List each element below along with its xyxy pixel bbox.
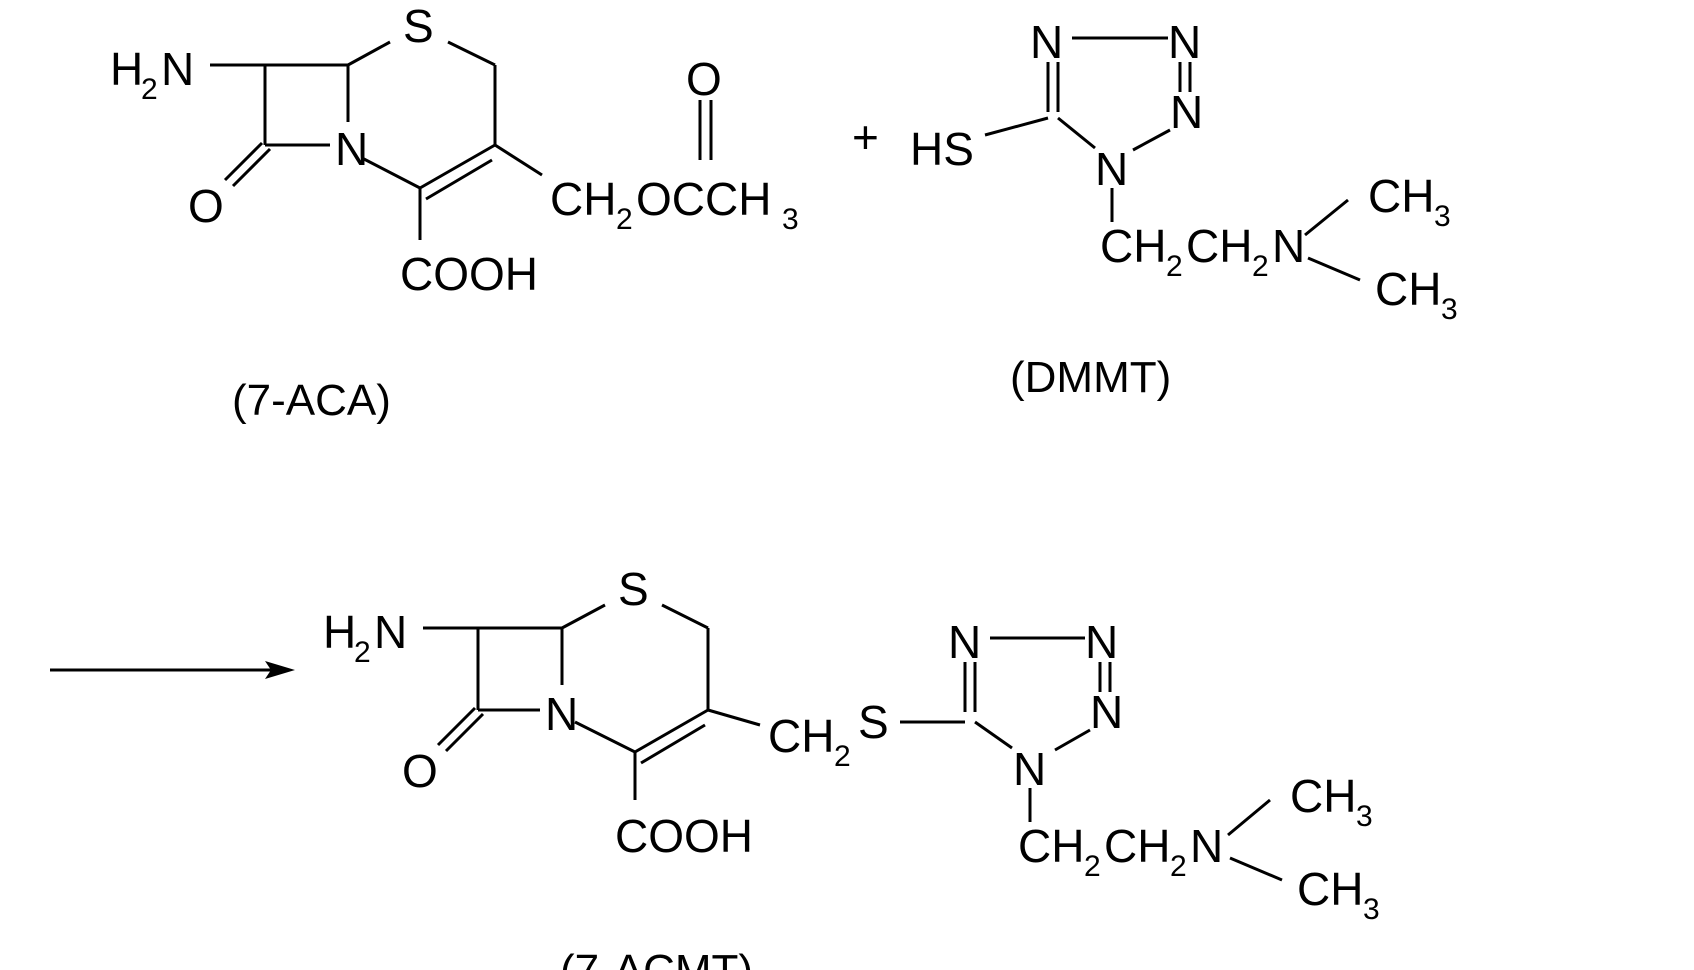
bond <box>1227 798 1271 837</box>
chain-subscript-1: 2 <box>1166 250 1183 283</box>
methyl-1-subscript: 3 <box>1434 200 1451 233</box>
amine-subscript: 2 <box>141 73 158 106</box>
bond <box>1054 728 1091 752</box>
bond <box>1229 856 1283 882</box>
reaction-arrow <box>50 661 295 679</box>
tetrazole-n-right: N <box>1090 686 1123 738</box>
plus-sign: + <box>852 111 879 163</box>
bond <box>640 723 706 765</box>
amine-h: H <box>323 606 356 658</box>
bond <box>361 156 421 190</box>
bonds-dmmt <box>984 36 1361 282</box>
bond <box>574 720 636 754</box>
bond <box>634 708 709 754</box>
molecule-7-aca: H 2 N S N O COOH O CH 2 OCCH 3 (7-ACA) <box>110 0 799 425</box>
bonds-7-aca <box>210 40 713 240</box>
thiol-group: HS <box>910 123 974 175</box>
caption-7-acmt: (7-ACMT) <box>560 946 753 970</box>
ring-sulfur: S <box>618 563 649 615</box>
methyl-2: CH <box>1375 263 1441 315</box>
chain-subscript-1: 2 <box>1084 850 1101 883</box>
chain-ch-1: CH <box>1018 820 1084 872</box>
linker-sulfur: S <box>858 696 889 748</box>
caption-7-aca: (7-ACA) <box>232 376 391 425</box>
caption-dmmt: (DMMT) <box>1010 353 1171 402</box>
bond <box>707 708 761 727</box>
carbonyl-oxygen: O <box>686 53 722 105</box>
molecule-7-acmt: H 2 N S N O COOH CH 2 S N N N N CH 2 CH … <box>323 563 1380 970</box>
amine-n: N <box>161 43 194 95</box>
amine-n: N <box>374 606 407 658</box>
tetrazole-n-top-left: N <box>1030 16 1063 68</box>
bond <box>444 712 485 753</box>
ring-sulfur: S <box>403 0 434 52</box>
methyl-1-subscript: 3 <box>1356 800 1373 833</box>
bond <box>231 147 272 188</box>
side-chain-ch: CH <box>550 173 616 225</box>
tetrazole-n-1: N <box>1013 743 1046 795</box>
side-chain-subscript: 2 <box>616 203 633 236</box>
methyl-1: CH <box>1368 170 1434 222</box>
bond <box>419 143 496 190</box>
methyl-1: CH <box>1290 770 1356 822</box>
linker-ch: CH <box>768 710 834 762</box>
side-chain-methyl-subscript: 3 <box>782 203 799 236</box>
side-chain-ester: OCCH <box>636 173 771 225</box>
bond <box>436 706 477 747</box>
bond <box>984 116 1049 137</box>
amine-h: H <box>110 43 143 95</box>
bond <box>561 603 606 630</box>
chain-subscript-2: 2 <box>1170 850 1187 883</box>
bond <box>1307 256 1361 282</box>
methyl-2-subscript: 3 <box>1363 893 1380 926</box>
bond <box>661 603 709 630</box>
bonds-7-acmt <box>423 603 1283 882</box>
tetrazole-n-top-left: N <box>948 616 981 668</box>
chain-n: N <box>1190 820 1223 872</box>
carboxyl-group: COOH <box>400 248 538 300</box>
methyl-2: CH <box>1297 863 1363 915</box>
tetrazole-n-right: N <box>1170 86 1203 138</box>
atoms-7-acmt: H 2 N S N O COOH CH 2 S N N N N CH 2 CH … <box>323 563 1380 926</box>
bond <box>494 143 543 177</box>
linker-subscript: 2 <box>834 740 851 773</box>
chain-ch-2: CH <box>1104 820 1170 872</box>
ring-nitrogen: N <box>335 123 368 175</box>
chain-ch-1: CH <box>1100 220 1166 272</box>
methyl-2-subscript: 3 <box>1441 293 1458 326</box>
ring-nitrogen: N <box>545 688 578 740</box>
tetrazole-n-1: N <box>1095 143 1128 195</box>
bond <box>1057 116 1096 150</box>
lactam-oxygen: O <box>188 180 224 232</box>
chain-subscript-2: 2 <box>1252 250 1269 283</box>
atoms-7-aca: H 2 N S N O COOH O CH 2 OCCH 3 <box>110 0 799 300</box>
carboxyl-group: COOH <box>615 810 753 862</box>
chain-n: N <box>1272 220 1305 272</box>
bond <box>425 158 493 201</box>
lactam-oxygen: O <box>402 745 438 797</box>
molecule-dmmt: HS N N N N CH 2 CH 2 N CH 3 CH 3 (DMMT) <box>910 16 1458 402</box>
bond <box>1132 128 1171 152</box>
amine-subscript: 2 <box>354 636 371 669</box>
tetrazole-n-top-right: N <box>1085 616 1118 668</box>
bond <box>974 720 1013 750</box>
arrow-head <box>265 661 295 679</box>
tetrazole-n-top-right: N <box>1168 16 1201 68</box>
bond <box>347 40 391 67</box>
chain-ch-2: CH <box>1186 220 1252 272</box>
atoms-dmmt: HS N N N N CH 2 CH 2 N CH 3 CH 3 <box>910 16 1458 326</box>
bond <box>1304 198 1349 237</box>
bond <box>447 40 496 67</box>
bond <box>223 141 264 182</box>
